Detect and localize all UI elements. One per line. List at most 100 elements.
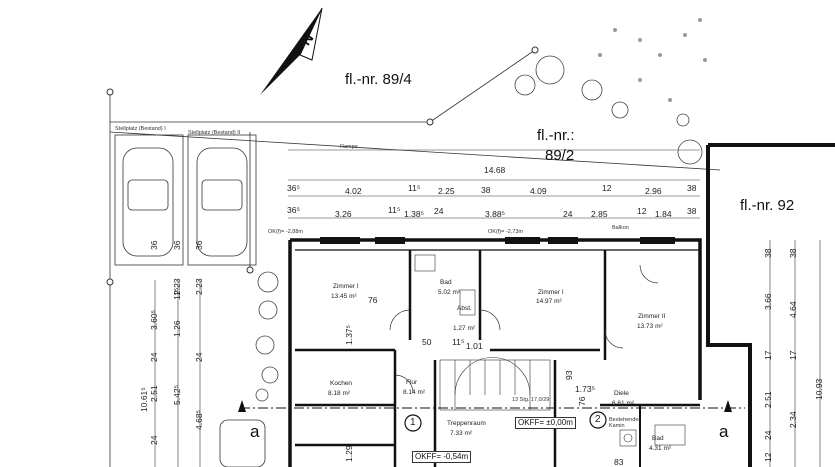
dim-vertical: 4.64 (788, 301, 798, 318)
dim-vertical: 38 (788, 248, 798, 258)
windows (320, 237, 675, 244)
parking-label-2: Stellplatz (Bestand) II (188, 130, 241, 136)
room-name: Zimmer II (638, 313, 666, 320)
dim: 24 (563, 209, 573, 219)
north-arrow-icon (260, 7, 323, 95)
room-name: Abst. (457, 305, 472, 312)
tree-icons (255, 55, 703, 402)
dim-vertical: 2.34 (788, 411, 798, 428)
dim-vertical: 24 (763, 430, 773, 440)
dim: 1.73⁵ (575, 384, 596, 394)
dim: 2.85 (591, 209, 608, 219)
dimension-lines (154, 149, 821, 467)
dim: 36⁵ (287, 183, 300, 193)
dim: 2.96 (645, 186, 662, 196)
room-name: Diele (614, 390, 629, 397)
dim-vertical: 36 (172, 240, 182, 250)
parcel-label-92: fl.-nr. 92 (740, 197, 795, 214)
parcel-label-89-4: fl.-nr. 89/4 (345, 71, 412, 88)
parking-spaces (114, 134, 266, 467)
shrub-dots (598, 18, 707, 102)
dim-vertical: 12 (763, 452, 773, 462)
room-area: 4.31 m² (649, 445, 672, 452)
dim-vertical: 3.66 (763, 293, 773, 310)
dim-vertical: 24 (149, 352, 159, 362)
dim: 83 (614, 457, 624, 467)
dim-vertical: 93 (564, 370, 574, 380)
chimney-label: Bestehender Kamin (609, 417, 641, 429)
dim: 4.09 (530, 186, 547, 196)
dim: 38 (687, 183, 697, 193)
room-area: 13.73 m² (637, 323, 663, 330)
dim: 11⁵ (452, 337, 465, 347)
section-label-left: a (250, 422, 260, 441)
room-area: 14.97 m² (536, 298, 562, 305)
stair-label: 13 Stg. 17,0/29 (512, 397, 550, 403)
staircase (439, 357, 551, 411)
room-area: 1.27 m² (453, 325, 476, 332)
dim-vertical: 76 (577, 396, 587, 406)
dim-vertical: 24 (149, 435, 159, 445)
dim-vertical: 5.42⁵ (172, 384, 182, 405)
door-arcs (389, 264, 659, 394)
marker-2: 2 (595, 414, 601, 425)
marker-1: 1 (410, 417, 416, 428)
section-label-right: a (719, 422, 729, 441)
room-name: Zimmer I (333, 283, 359, 290)
dim: 24 (434, 206, 444, 216)
dim: 1.01 (466, 341, 483, 351)
dim: 1.38⁵ (404, 209, 425, 219)
dim: 1.84 (655, 209, 672, 219)
dim: 4.02 (345, 186, 362, 196)
room-name: Bad (652, 435, 664, 442)
dim: 11⁵ (388, 205, 401, 215)
level-label-1: OK(f)= -2,88m (268, 229, 303, 235)
level-label-2: OK(f)= -2,73m (488, 229, 523, 235)
dim-total: 14.68 (484, 165, 506, 175)
dim-vertical: 2.51 (149, 385, 159, 402)
dim-vertical: 38 (763, 248, 773, 258)
room-area: 8.18 m² (328, 390, 351, 397)
dim: 38 (481, 185, 491, 195)
walls (288, 143, 835, 467)
dim-vertical: 2.23 (194, 278, 204, 295)
dim-vertical: 10.93 (814, 378, 824, 400)
dim-vertical: 1.29 (344, 445, 354, 462)
boundary-label: Rampe (340, 144, 358, 150)
room-name: Zimmer I (538, 289, 564, 296)
dim: 3.88⁵ (485, 209, 506, 219)
dim-vertical: 2.23 (172, 278, 182, 295)
dim: 50 (422, 337, 432, 347)
room-name: Flur (406, 379, 418, 386)
dim-vertical: 1.26 (172, 320, 182, 337)
dim-vertical: 17 (763, 350, 773, 360)
dim: 3.26 (335, 209, 352, 219)
dim: 2.25 (438, 186, 455, 196)
dim-vertical: 1.37⁵ (344, 324, 354, 345)
dim-vertical: 3.60⁵ (149, 309, 159, 330)
dim: 36⁵ (287, 205, 300, 215)
dim: 12 (602, 183, 612, 193)
dim: 38 (687, 206, 697, 216)
fixtures (414, 254, 686, 447)
dim: 12 (637, 206, 647, 216)
level-okff-2: OKFF= -0,54m (412, 451, 472, 463)
parcel-label-89-2: 89/2 (545, 147, 575, 164)
room-area: 8.14 m² (403, 389, 426, 396)
room-area: 6.61 m² (612, 400, 635, 407)
dim-vertical: 4.68⁵ (194, 409, 204, 430)
room-area: 5.02 m² (438, 289, 461, 296)
balcony-label: Balkon (612, 225, 629, 231)
boundary-lines (109, 49, 721, 467)
parking-label-1: Stellplatz (Bestand) I (115, 126, 166, 132)
room-name: Bad (440, 279, 452, 286)
dim: 11⁵ (408, 183, 421, 193)
dim-vertical: 24 (194, 352, 204, 362)
dim-vertical: 17 (788, 350, 798, 360)
level-okff: OKFF= ±0,00m (515, 417, 576, 429)
dim: 76 (368, 295, 378, 305)
room-name: Kochen (330, 380, 353, 387)
parcel-label-89-2-prefix: fl.-nr.: (537, 127, 575, 144)
dim-vertical: 36 (149, 240, 159, 250)
